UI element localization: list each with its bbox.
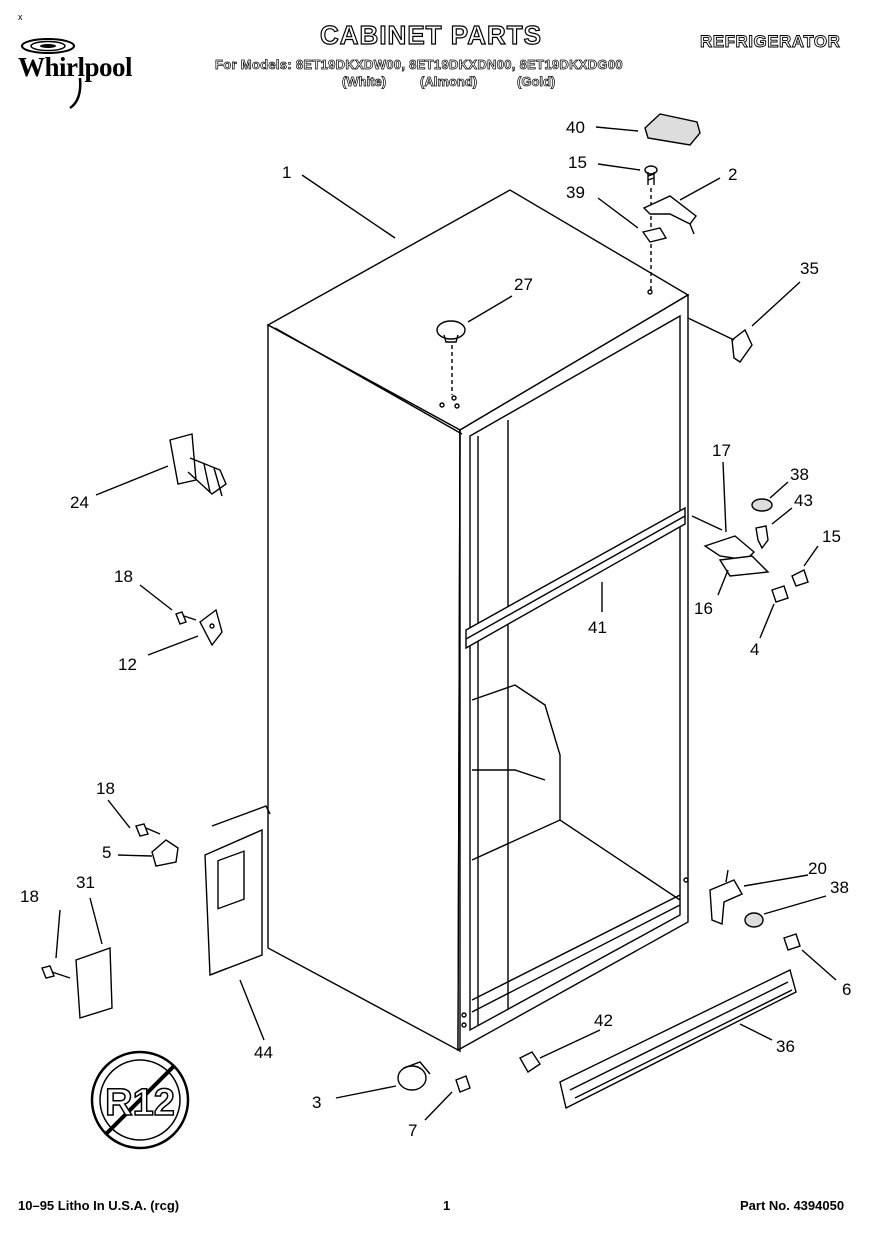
callout-20: 20 [808, 859, 827, 878]
part-number: Part No. 4394050 [740, 1198, 845, 1213]
callout-6: 6 [842, 980, 851, 999]
callout-43: 43 [794, 491, 813, 510]
callout-18-mid: 18 [96, 779, 115, 798]
toe-grille-36-icon [559, 969, 797, 1110]
callout-41: 41 [588, 618, 607, 637]
finish-almond: (Almond) [420, 74, 478, 90]
hinge-2-icon [642, 195, 697, 235]
badge-label: R12 [105, 1082, 175, 1124]
shim-39-icon [641, 227, 668, 243]
callout-40: 40 [566, 118, 585, 137]
finish-white: (White) [342, 74, 387, 90]
screw-7-icon [455, 1075, 471, 1093]
corner-mark: x [18, 12, 23, 22]
handle-24-icon [169, 433, 227, 497]
callout-36: 36 [776, 1037, 795, 1056]
clip-42-icon [519, 1051, 541, 1073]
callout-5: 5 [102, 843, 111, 862]
whirlpool-logo: Whirlpool [10, 30, 185, 115]
callout-42: 42 [594, 1011, 613, 1030]
callout-27: 27 [514, 275, 533, 294]
callout-12: 12 [118, 655, 137, 674]
liner-shapes [471, 684, 681, 1013]
callout-1: 1 [282, 163, 291, 182]
bracket-12-icon [199, 608, 223, 647]
center-rail [465, 506, 686, 650]
page-title: CABINET PARTS [319, 19, 542, 50]
callout-35: 35 [800, 259, 819, 278]
plug-27-icon [436, 320, 466, 395]
cabinet-shell [266, 189, 690, 1052]
brand-name: Whirlpool [18, 52, 133, 82]
callout-44: 44 [254, 1043, 273, 1062]
center-hinge-group-icon [703, 498, 809, 603]
footer-litho: 10–95 Litho In U.S.A. (rcg) [18, 1198, 180, 1213]
panel-31-icon [75, 947, 113, 1019]
page-number: 1 [443, 1198, 451, 1213]
side-panel-44-icon [204, 805, 271, 977]
screw-15-top-icon [644, 165, 658, 185]
callout-17: 17 [712, 441, 731, 460]
callout-39: 39 [566, 183, 585, 202]
callout-16: 16 [694, 599, 713, 618]
screw-18-mid-icon [135, 823, 161, 837]
product-type: REFRIGERATOR [700, 32, 841, 52]
callout-2: 2 [728, 165, 737, 184]
callout-18-upper: 18 [114, 567, 133, 586]
callout-4: 4 [750, 640, 759, 659]
hinge-cover-40-icon [644, 113, 701, 146]
callout-3: 3 [312, 1093, 321, 1112]
r12-prohibited-badge: R12 [90, 1050, 190, 1150]
roller-3-icon [397, 1061, 431, 1091]
clip-5-icon [151, 839, 179, 867]
hinge-cap-35-icon [731, 328, 753, 363]
screw-18-upper-icon [175, 611, 197, 625]
callout-7: 7 [408, 1121, 417, 1140]
finish-gold: (Gold) [517, 74, 556, 90]
swirl-icon [21, 38, 82, 110]
callout-15-right: 15 [822, 527, 841, 546]
callout-31: 31 [76, 873, 95, 892]
screw-18-lower-icon [41, 965, 71, 979]
bottom-hinge-group-icon [709, 869, 801, 951]
model-list: For Models: 8ET19DKXDW00, 8ET19DKXDN00, … [215, 57, 623, 73]
callout-18-lower: 18 [20, 887, 39, 906]
callout-24: 24 [70, 493, 89, 512]
callout-15-top: 15 [568, 153, 587, 172]
callout-38-lower: 38 [830, 878, 849, 897]
callout-38-upper: 38 [790, 465, 809, 484]
leader-lines [55, 126, 837, 1121]
